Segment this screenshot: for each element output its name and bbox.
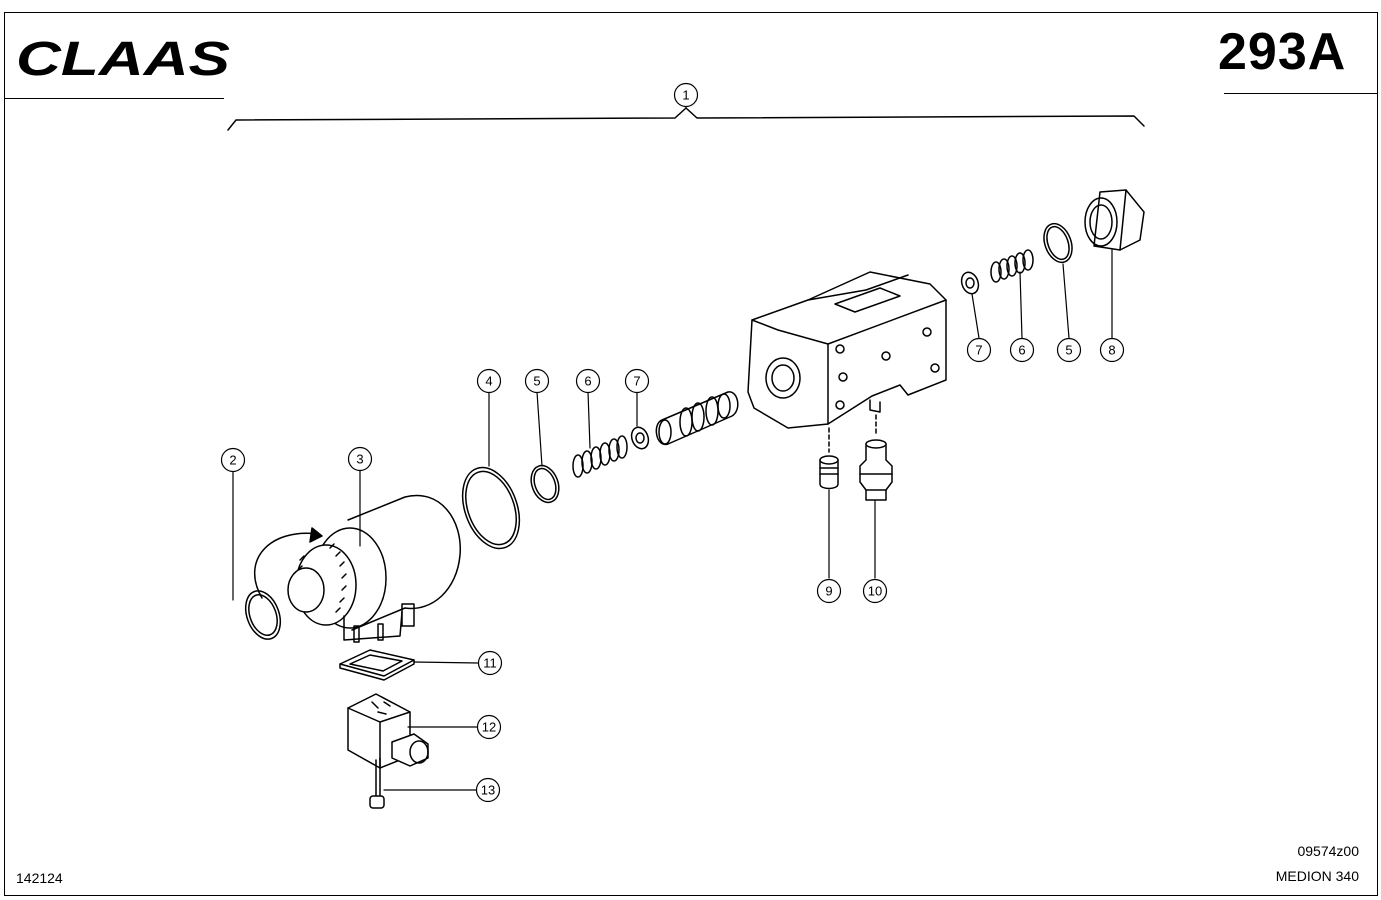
o-ring-5-right	[1043, 222, 1073, 264]
callout-11: 11	[477, 650, 503, 676]
callout-number: 13	[481, 783, 495, 798]
callout-number: 11	[483, 656, 497, 671]
callout-12: 12	[476, 714, 502, 740]
sheet-rule	[1224, 93, 1378, 94]
callout-6: 6	[575, 368, 601, 394]
claas-logo: CLAAS	[16, 36, 230, 80]
callout-number: 10	[868, 584, 882, 599]
drawing-reference: 09574z00	[1297, 843, 1359, 859]
washer-7-left	[630, 426, 650, 450]
callout-number: 5	[533, 374, 540, 389]
callout-circle	[477, 650, 503, 676]
callout-13: 13	[475, 777, 501, 803]
callout-circle	[220, 447, 246, 473]
valve-spool	[655, 391, 739, 446]
callout-number: 7	[975, 343, 982, 358]
callout-10: 10	[862, 578, 888, 604]
callout-circle	[475, 777, 501, 803]
callout-number: 12	[482, 720, 496, 735]
callout-circle	[862, 578, 888, 604]
o-ring-2	[244, 590, 282, 640]
connector-12	[347, 693, 429, 769]
callout-circle	[1009, 337, 1035, 363]
callout-circle	[816, 578, 842, 604]
callout-number: 1	[682, 88, 689, 103]
callout-circle	[673, 82, 699, 108]
callout-number: 7	[633, 374, 640, 389]
nipple-9	[819, 427, 839, 490]
callout-circle	[524, 368, 550, 394]
callout-number: 9	[825, 584, 832, 599]
logo-rule	[4, 98, 224, 99]
callout-7: 7	[624, 368, 650, 394]
callout-9: 9	[816, 578, 842, 604]
callout-circle	[347, 446, 373, 472]
document-number: 142124	[16, 870, 63, 886]
screw-13	[369, 757, 385, 809]
callout-number: 2	[229, 453, 236, 468]
model-name: MEDION 340	[1275, 868, 1359, 884]
assembly-bracket	[227, 107, 1145, 131]
solenoid-coil	[253, 494, 461, 643]
callout-circle	[1099, 337, 1125, 363]
callout-number: 4	[485, 374, 492, 389]
callout-2: 2	[220, 447, 246, 473]
leader-lines	[232, 105, 1113, 791]
o-ring-4	[461, 466, 521, 550]
spring-6-right	[990, 249, 1034, 283]
callout-circle	[1056, 337, 1082, 363]
callout-circle	[575, 368, 601, 394]
callout-circle	[476, 714, 502, 740]
callout-number: 3	[356, 452, 363, 467]
callout-number: 6	[584, 374, 591, 389]
callout-circle	[476, 368, 502, 394]
spring-6-left	[572, 435, 628, 478]
callout-5: 5	[524, 368, 550, 394]
callout-number: 6	[1018, 343, 1025, 358]
callout-7: 7	[966, 337, 992, 363]
callout-4: 4	[476, 368, 502, 394]
callout-5: 5	[1056, 337, 1082, 363]
drawing-frame	[4, 12, 1378, 896]
callout-number: 5	[1065, 343, 1072, 358]
valve-housing	[747, 271, 947, 429]
callout-6: 6	[1009, 337, 1035, 363]
callout-number: 8	[1108, 343, 1115, 358]
callout-1: 1	[673, 82, 699, 108]
gasket-11	[339, 649, 415, 681]
brand-text: CLAAS	[16, 36, 230, 80]
callout-8: 8	[1099, 337, 1125, 363]
callout-circle	[966, 337, 992, 363]
washer-7-right	[960, 271, 980, 295]
plug-8	[1084, 189, 1145, 251]
sheet-number: 293A	[1218, 23, 1347, 81]
fitting-10	[859, 414, 893, 501]
o-ring-5-left	[530, 464, 560, 504]
callout-3: 3	[347, 446, 373, 472]
callout-circle	[624, 368, 650, 394]
